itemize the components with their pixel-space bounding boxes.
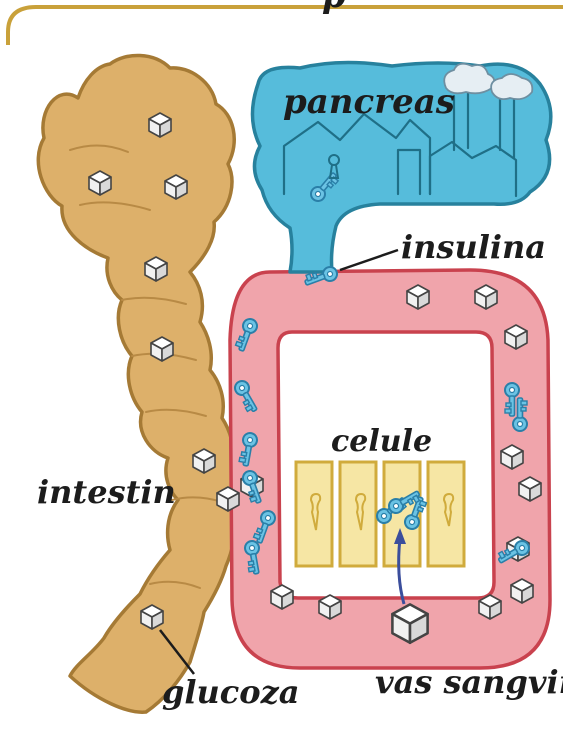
sugar-cube-icon (141, 605, 163, 629)
insulina-label: insulina (401, 228, 546, 266)
sugar-cube-icon (89, 171, 111, 195)
header-title-fragment: p (322, 0, 346, 16)
insulina-leader-line (340, 250, 398, 270)
sugar-cube-icon (193, 449, 215, 473)
pancreas-label: pancreas (283, 82, 455, 122)
frame-border (8, 7, 563, 45)
sugar-cube-icon (151, 337, 173, 361)
celule-label: celule (331, 424, 432, 459)
sugar-cube-icon (165, 175, 187, 199)
intestine (38, 55, 239, 712)
sugar-cube-icon (149, 113, 171, 137)
sugar-cube-icon (145, 257, 167, 281)
intestin-label: intestin (37, 473, 176, 511)
sugar-cube-icon (217, 487, 239, 511)
vas-sangvin-label: vas sangvin (375, 663, 563, 701)
glucoza-label: glucoza (162, 673, 300, 711)
cell (296, 462, 332, 566)
